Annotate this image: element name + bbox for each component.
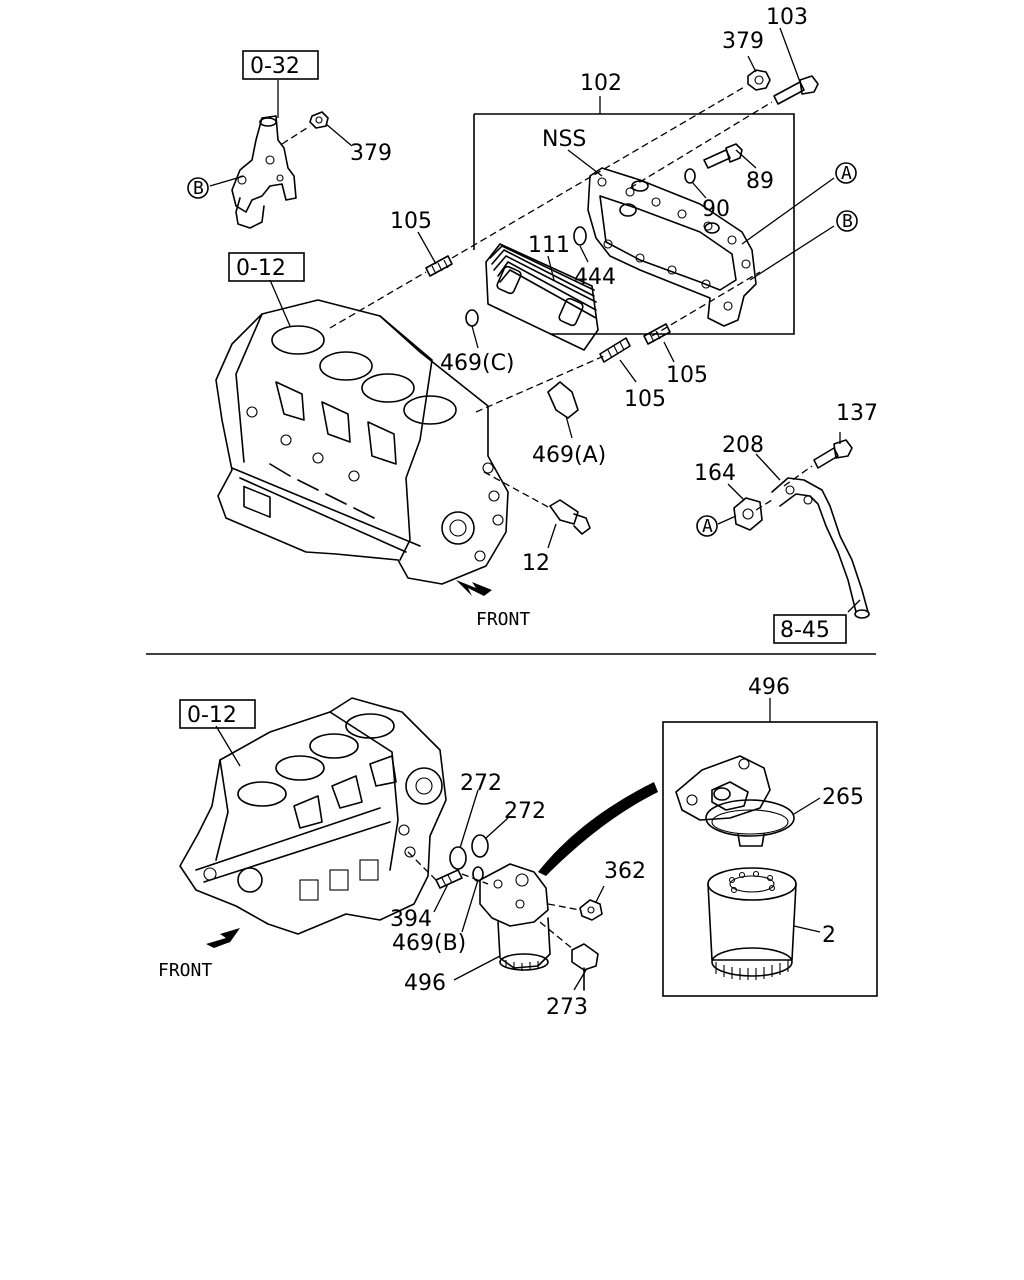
- label-469a: 469(A): [532, 443, 606, 468]
- label-12: 12: [522, 551, 550, 576]
- engine-block-bottom: [179, 697, 447, 935]
- bottom-leader-lines: [215, 698, 821, 991]
- stud-105-left: [425, 255, 453, 277]
- top-leader-lines: [209, 27, 861, 613]
- gasket-164: [733, 497, 763, 531]
- o-ring-272-b: [471, 834, 489, 858]
- ref-label-0-32: 0-32: [250, 54, 300, 79]
- label-379-left: 379: [350, 141, 392, 166]
- label-111: 111: [528, 233, 570, 258]
- ref-label-8-45: 8-45: [780, 618, 830, 643]
- ref-box-0-12-bottom: [179, 699, 256, 729]
- label-103: 103: [766, 5, 808, 30]
- label-394: 394: [390, 907, 432, 932]
- bolt-103: [773, 75, 819, 105]
- bolt-89: [703, 143, 743, 169]
- nut-379-top: [747, 69, 771, 91]
- fitting-12: [549, 499, 591, 535]
- nut-379-left: [309, 111, 329, 129]
- label-90: 90: [702, 197, 730, 222]
- bolt-273: [571, 943, 599, 991]
- ref-label-0-12-top: 0-12: [236, 256, 286, 281]
- label-circle-b-right: B: [842, 211, 853, 232]
- washer-90: [684, 168, 696, 184]
- assembly-102-box: [474, 113, 795, 335]
- stud-394: [435, 869, 463, 889]
- label-379-top: 379: [722, 29, 764, 54]
- oil-cooler-element: [485, 243, 599, 351]
- circle-a-top: [835, 162, 857, 184]
- label-89: 89: [746, 169, 774, 194]
- label-front-top: FRONT: [476, 609, 530, 630]
- label-265: 265: [822, 785, 864, 810]
- label-444: 444: [574, 265, 616, 290]
- detail-swoosh: [538, 782, 658, 876]
- gasket-469a: [547, 381, 579, 419]
- stud-105-mid: [599, 337, 631, 363]
- o-ring-469c: [465, 309, 479, 327]
- circle-b-left: [187, 177, 209, 199]
- ref-box-0-32: [242, 50, 319, 80]
- engine-block-top: [215, 299, 509, 585]
- label-2: 2: [822, 923, 836, 948]
- bolt-137: [813, 439, 853, 469]
- oil-cooler-cover: [587, 167, 757, 327]
- o-ring-272-a: [449, 846, 467, 870]
- filter-cartridge-2: [707, 867, 797, 980]
- label-469b: 469(B): [392, 931, 466, 956]
- thermostat-housing: [231, 115, 297, 229]
- stud-105-right: [643, 323, 671, 345]
- label-105-mid: 105: [624, 387, 666, 412]
- label-469c: 469(C): [440, 351, 515, 376]
- label-102: 102: [580, 71, 622, 96]
- label-nss: NSS: [542, 127, 586, 152]
- filter-head-detail: [675, 755, 771, 821]
- label-105-left: 105: [390, 209, 432, 234]
- label-164: 164: [694, 461, 736, 486]
- front-arrow-bottom: [206, 928, 240, 948]
- o-ring-444: [573, 226, 587, 246]
- assembly-496-box: [662, 721, 878, 997]
- gasket-265: [705, 799, 795, 847]
- label-496-bottom: 496: [404, 971, 446, 996]
- ref-box-0-12-top: [228, 252, 305, 282]
- circle-a-bottom: [696, 515, 718, 537]
- label-362: 362: [604, 859, 646, 884]
- front-arrow-top: [456, 580, 492, 596]
- ref-label-0-12-bottom: 0-12: [187, 703, 237, 728]
- label-circle-a-top: A: [841, 163, 852, 184]
- label-circle-b-left: B: [193, 178, 204, 199]
- ref-box-8-45: [773, 614, 847, 644]
- oil-pipe-208: [771, 477, 870, 619]
- label-496-box: 496: [748, 675, 790, 700]
- label-208: 208: [722, 433, 764, 458]
- label-272-a: 272: [460, 771, 502, 796]
- label-front-bottom: FRONT: [158, 960, 212, 981]
- label-circle-a-bottom: A: [702, 516, 713, 537]
- label-137: 137: [836, 401, 878, 426]
- label-273: 273: [546, 995, 588, 1020]
- circle-b-right: [836, 210, 858, 232]
- bolt-362: [579, 899, 603, 921]
- oil-filter-assembly-small: [479, 863, 551, 971]
- label-272-b: 272: [504, 799, 546, 824]
- label-105-mid-right: 105: [666, 363, 708, 388]
